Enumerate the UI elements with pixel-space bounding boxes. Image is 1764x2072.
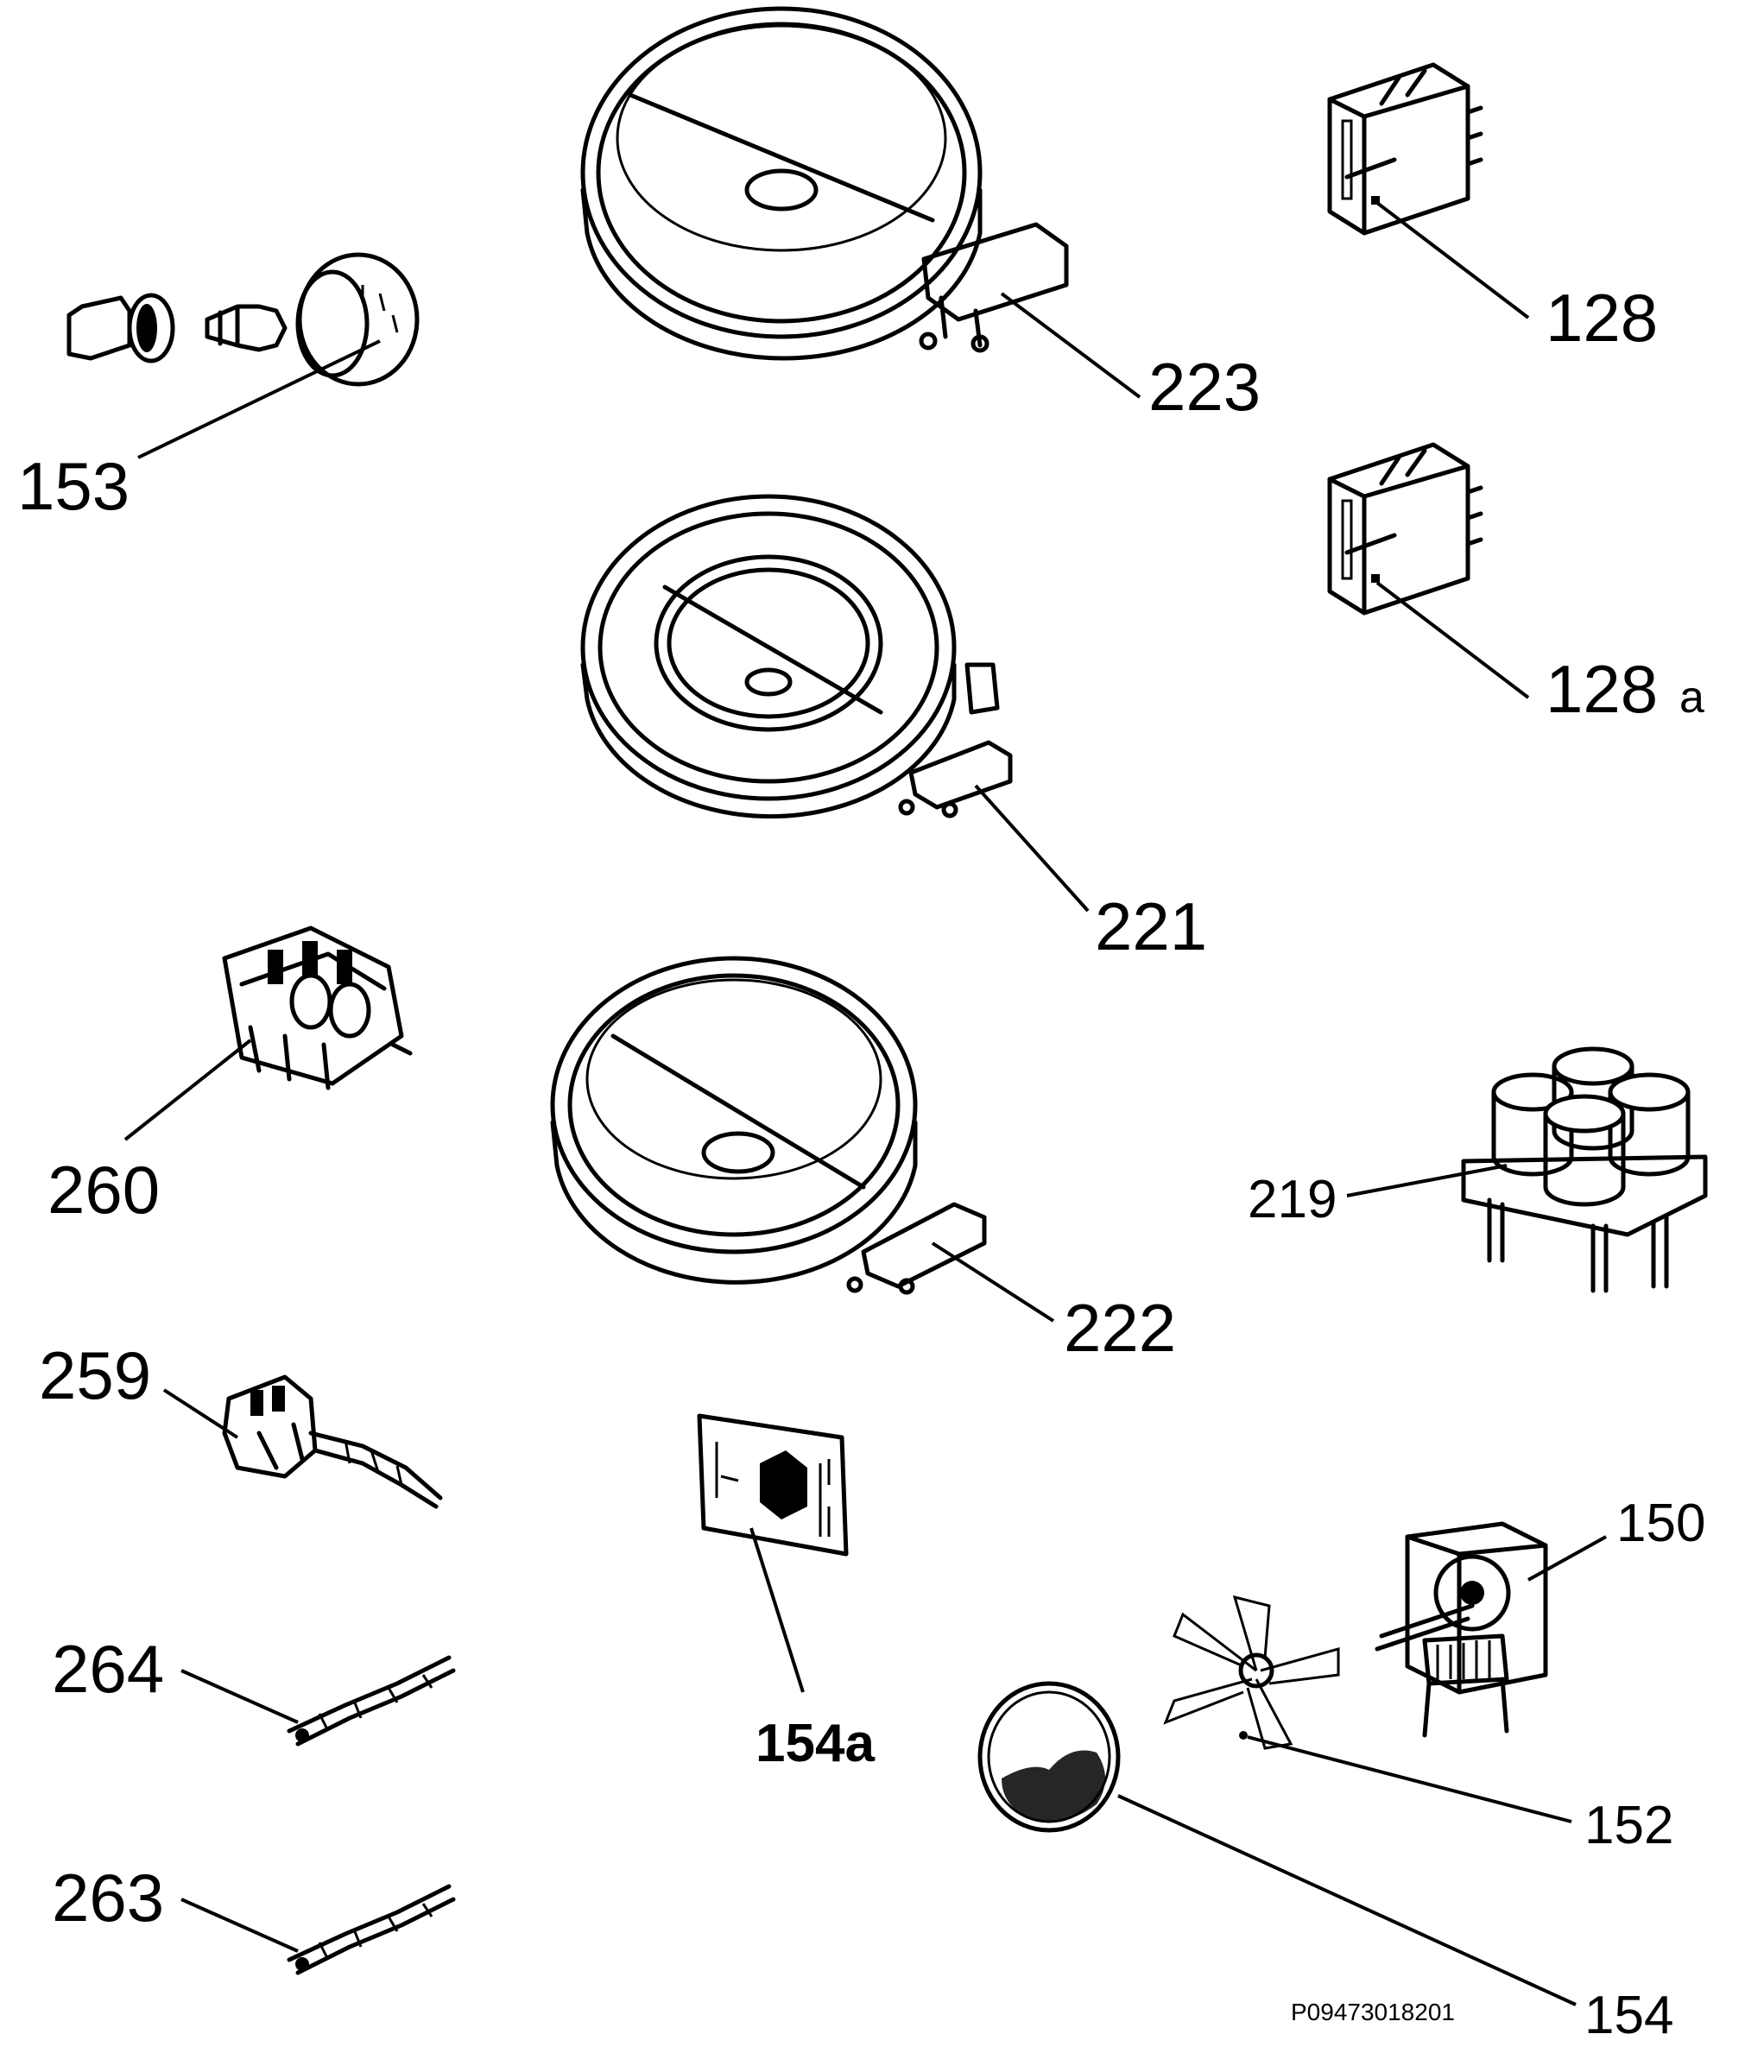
label-128a-suffix: a [1679,673,1704,723]
part-150-fan-motor [1375,1521,1548,1738]
part-222-radiant-hotplate [550,956,987,1295]
label-264: 264 [52,1631,164,1707]
leader-154a [749,1527,805,1693]
label-128: 128 [1546,280,1658,356]
part-152-fan-impeller [1163,1595,1340,1750]
leader-219 [1346,1164,1508,1197]
part-260-selector-switch [222,925,413,1090]
leader-260 [123,1039,252,1141]
label-128a: 128 [1546,651,1658,727]
label-221: 221 [1095,888,1207,964]
part-221-dual-circuit-hotplate [580,494,1013,819]
label-260: 260 [47,1152,160,1228]
part-259-switch-with-shaft [222,1374,443,1509]
part-128-energy-regulator [1327,62,1483,236]
label-153: 153 [17,448,130,524]
leader-223 [1000,292,1141,399]
part-154-mesh-filter [977,1681,1121,1833]
leader-128 [1375,201,1530,319]
label-154: 154 [1584,1986,1673,2045]
leader-259 [162,1388,239,1439]
part-264-connector [287,1655,456,1747]
part-263-connector [287,1884,456,1975]
label-222: 222 [1064,1290,1176,1366]
leader-263 [180,1898,299,1953]
label-223: 223 [1148,349,1261,425]
drawing-code: P09473018201 [1291,1999,1455,2025]
leader-150 [1527,1535,1607,1582]
label-154a: 154a [756,1714,875,1773]
leader-152 [1247,1735,1572,1823]
leader-153 [137,339,381,459]
part-153-control-knob [66,252,420,387]
label-259: 259 [39,1337,151,1413]
label-152: 152 [1584,1796,1673,1855]
part-128a-energy-regulator [1327,442,1483,616]
label-263: 263 [52,1860,164,1936]
part-223-radiant-hotplate [580,6,1069,361]
part-154a-label-plate [697,1413,849,1557]
leader-221 [974,784,1090,913]
leader-128a [1375,581,1530,699]
label-219: 219 [1248,1170,1337,1229]
part-219-capacitor-block [1461,1046,1708,1293]
label-150: 150 [1616,1494,1705,1553]
leader-154 [1117,1794,1577,2006]
leader-222 [931,1241,1055,1323]
leader-264 [180,1669,299,1724]
